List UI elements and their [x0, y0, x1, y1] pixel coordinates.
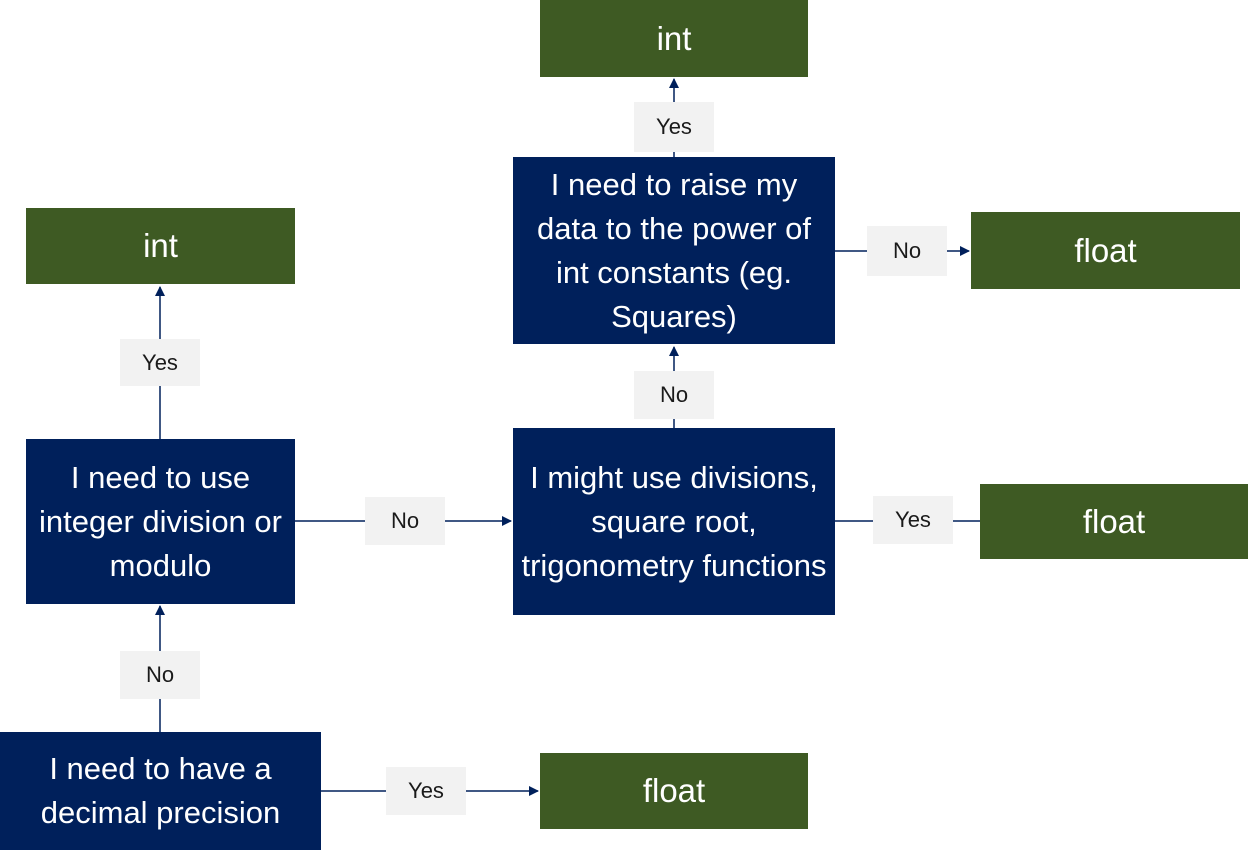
edge-label-divisions-yes: Yes	[873, 496, 953, 544]
node-int-left: int	[26, 208, 295, 284]
node-float-bottom: float	[540, 753, 808, 829]
node-might-use-divisions: I might use divisions, square root, trig…	[513, 428, 835, 615]
edge-label-power-no: No	[867, 226, 947, 276]
node-float-right-top: float	[971, 212, 1240, 289]
node-integer-division: I need to use integer division or modulo	[26, 439, 295, 604]
node-decimal-precision: I need to have a decimal precision	[0, 732, 321, 850]
edge-label-divisions-no: No	[634, 371, 714, 419]
edge-label-decimal-yes: Yes	[386, 767, 466, 815]
node-int-top: int	[540, 0, 808, 77]
node-raise-power: I need to raise my data to the power of …	[513, 157, 835, 344]
edge-label-decimal-no: No	[120, 651, 200, 699]
edge-label-intdiv-no: No	[365, 497, 445, 545]
edge-label-power-yes: Yes	[634, 102, 714, 152]
node-float-right-middle: float	[980, 484, 1248, 559]
edge-label-intdiv-yes: Yes	[120, 339, 200, 386]
